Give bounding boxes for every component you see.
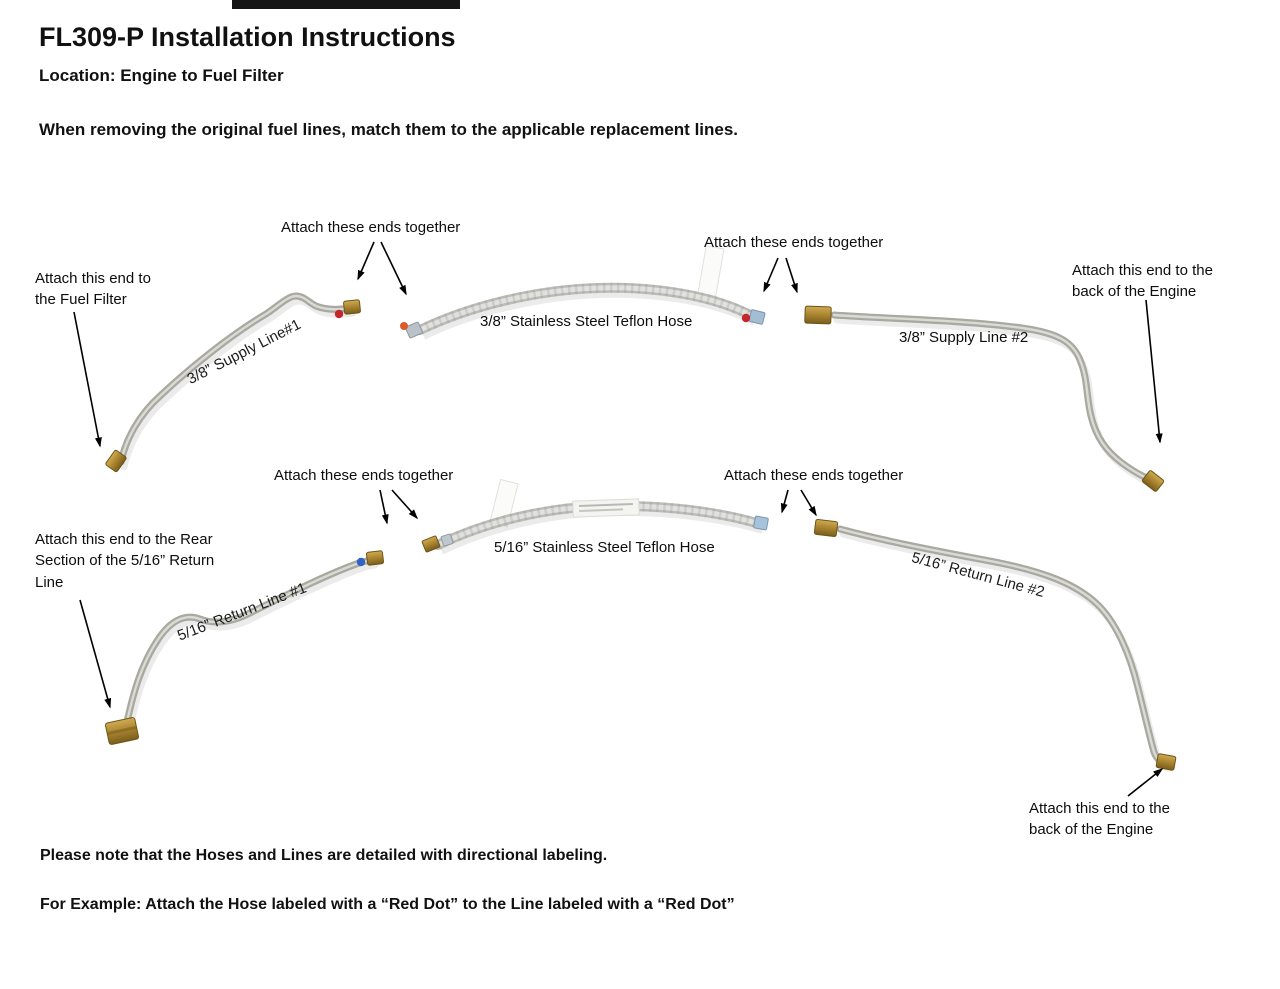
hose-left-fitting [421,535,441,553]
arrow [763,257,779,293]
attach-engine-note-bottom: Attach this end to the back of the Engin… [1029,800,1170,839]
attach-ends-note-return-right: Attach these ends together [724,467,904,484]
return-line-2 [813,518,1177,771]
hose-left-ferrule [440,533,454,547]
attach-ends-note-supply-left: Attach these ends together [281,219,461,236]
arrow [357,241,375,281]
blue-dot-marker [356,557,366,567]
arrow [73,311,102,448]
supply-teflon-hose [400,245,766,339]
page-title: FL309-P Installation Instructions [39,22,456,52]
red-dot-marker [334,309,344,319]
supply-line2-nut [804,305,832,325]
attach-rear-section-note: Attach this end to the Rear Section of t… [35,531,215,591]
arrow [391,489,418,520]
arrow [380,241,407,296]
arrow [780,489,789,514]
attach-engine-note-top: Attach this end to the back of the Engin… [1072,262,1213,301]
supply-line2-label: 3/8” Supply Line #2 [899,329,1029,346]
annotation-arrows [73,241,1164,797]
header-bar-fragment [232,0,460,9]
attach-ends-note-supply-right: Attach these ends together [704,234,884,251]
return-line-1 [105,550,385,745]
fuel-filter-fitting [105,449,127,473]
arrow [1127,768,1164,797]
hose-right-ferrule [748,309,766,325]
hose-right-ferrule [753,515,769,531]
footer-notes: Please note that the Hoses and Lines are… [40,819,735,918]
arrow [1145,299,1163,444]
return-hose-label: 5/16” Stainless Steel Teflon Hose [494,539,715,556]
footer-note-line1: Please note that the Hoses and Lines are… [40,846,608,864]
arrow [785,257,798,294]
hose-left-ferrule [405,321,423,339]
location-subtitle: Location: Engine to Fuel Filter [39,66,284,85]
arrow [800,489,817,517]
arrow [379,489,389,525]
supply-line-1 [105,296,361,473]
hose-label-tag [697,245,725,297]
rear-section-fitting [105,717,139,745]
supply-line1-end-fitting [343,299,361,315]
return-line1-end-fitting [365,550,385,566]
return-teflon-hose [421,478,769,553]
attach-ends-note-return-left: Attach these ends together [274,467,454,484]
attach-fuel-filter-note: Attach this end to the Fuel Filter [35,270,151,309]
footer-note-line2: For Example: Attach the Hose labeled wit… [40,896,735,914]
supply-hose-label: 3/8” Stainless Steel Teflon Hose [480,313,693,330]
arrow [79,599,112,709]
red-dot-marker [741,313,751,323]
intro-instruction: When removing the original fuel lines, m… [39,120,739,139]
hose-printed-label [572,498,640,518]
supply-line-2 [804,305,1165,492]
engine-end-fitting-bottom [1155,753,1177,771]
orange-dot-marker [400,322,408,330]
engine-end-fitting-top [1141,470,1165,492]
return-line2-nut [813,518,839,538]
